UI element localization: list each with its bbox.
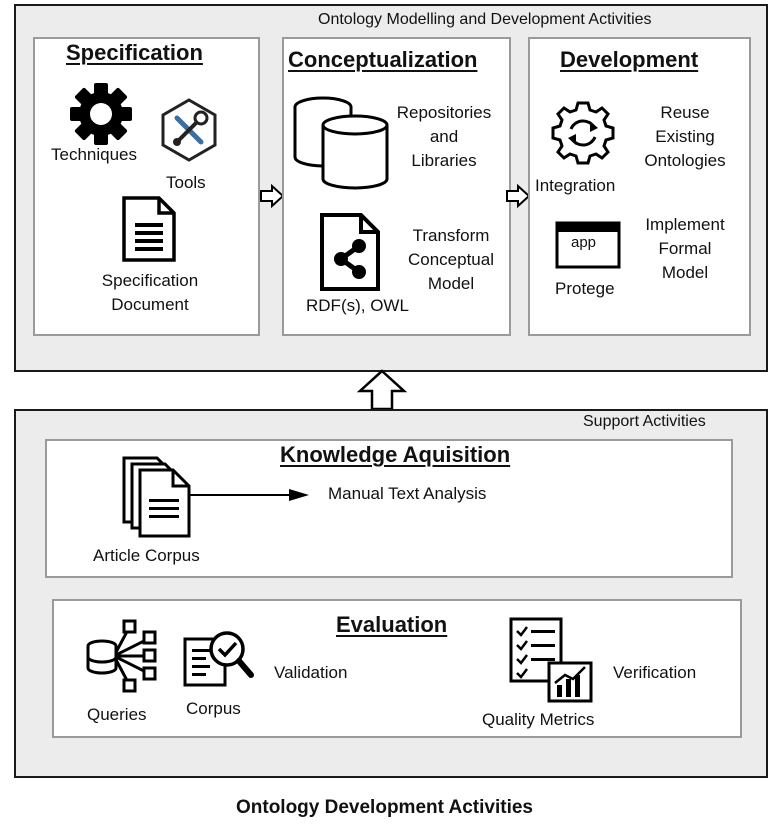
implement-line3: Model [661, 263, 709, 282]
tools-label: Tools [166, 173, 206, 192]
modelling-panel-title: Ontology Modelling and Development Activ… [318, 11, 652, 28]
transform-line2: Conceptual [407, 250, 494, 269]
documents-stack-icon [122, 456, 191, 538]
search-check-icon [183, 631, 254, 687]
figure-caption: Ontology Development Activities [235, 797, 533, 818]
techniques-label: Techniques [51, 145, 138, 164]
specification-box [33, 37, 260, 336]
reuse-label: Reuse Existing Ontologies [622, 101, 748, 173]
arrow-up-icon [356, 369, 408, 411]
corpus-label: Corpus [186, 699, 241, 718]
specification-heading: Specification [66, 40, 203, 65]
integration-label: Integration [535, 176, 616, 195]
share-file-icon [320, 213, 380, 291]
manual-text-analysis-label: Manual Text Analysis [328, 484, 487, 503]
app-label: app [571, 234, 597, 251]
tools-icon [161, 98, 217, 162]
evaluation-heading: Evaluation [336, 612, 448, 637]
rdf-owl-label: RDF(s), OWL [306, 296, 409, 315]
implement-line1: Implement [645, 215, 725, 234]
support-panel-title: Support Activities [583, 413, 706, 430]
development-heading: Development [560, 47, 699, 72]
reuse-line1: Reuse [660, 103, 710, 122]
network-database-icon [86, 619, 157, 693]
transform-line1: Transform [412, 226, 490, 245]
reuse-line2: Existing [655, 127, 715, 146]
arrow-right-icon [260, 183, 285, 209]
validation-label: Validation [274, 663, 348, 682]
sync-gear-icon [551, 101, 615, 165]
document-icon [122, 196, 176, 262]
gear-icon [70, 83, 132, 145]
repositories-line1: Repositories [396, 103, 492, 122]
repositories-label: Repositories and Libraries [384, 101, 504, 173]
specification-document-line1: Specification [101, 271, 199, 290]
arrow-right-icon [189, 489, 309, 501]
queries-label: Queries [87, 705, 147, 724]
verification-label: Verification [613, 663, 697, 682]
app-window-icon [555, 221, 621, 269]
arrow-right-icon [506, 183, 531, 209]
implement-label: Implement Formal Model [622, 213, 748, 285]
checklist-chart-icon [509, 617, 593, 703]
database-icon [293, 96, 389, 190]
knowledge-acquisition-heading: Knowledge Aquisition [280, 442, 511, 467]
conceptualization-heading: Conceptualization [288, 47, 478, 72]
quality-metrics-label: Quality Metrics [482, 710, 595, 729]
specification-document-label: Specification Document [80, 269, 220, 317]
article-corpus-label: Article Corpus [93, 546, 200, 565]
reuse-line3: Ontologies [644, 151, 726, 170]
transform-line3: Model [427, 274, 475, 293]
specification-document-line2: Document [111, 295, 189, 314]
evaluation-box [52, 599, 742, 738]
repositories-line3: Libraries [411, 151, 477, 170]
development-box [528, 37, 751, 336]
transform-label: Transform Conceptual Model [392, 224, 510, 296]
protege-label: Protege [555, 279, 615, 298]
repositories-line2: and [429, 127, 459, 146]
implement-line2: Formal [658, 239, 712, 258]
